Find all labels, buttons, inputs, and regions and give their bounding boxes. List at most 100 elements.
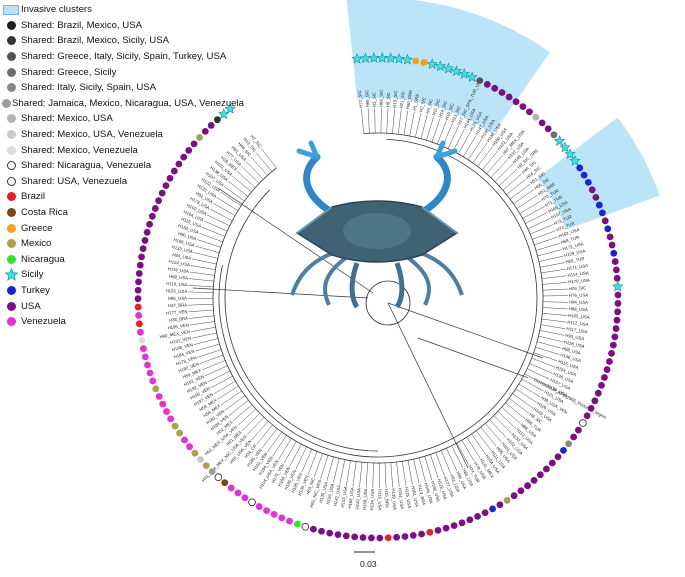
tip-branch [290,444,302,466]
country-marker [286,518,293,525]
tip-branch [251,157,268,176]
tip-branch [538,250,562,256]
tip-branch [247,417,264,435]
tip-branch [366,463,368,488]
country-marker [172,423,179,430]
tip-branch [432,118,440,142]
legend-label: Costa Rica [21,207,68,218]
legend-label: Venezuela [21,316,66,327]
tip-branch [194,338,218,344]
country-marker [614,317,621,324]
tip-branch [397,462,400,487]
country-marker [176,430,183,437]
tip-branch [368,108,369,133]
country-marker [524,482,531,489]
legend-label: USA [21,301,41,312]
country-marker [343,532,350,539]
country-marker [310,526,317,533]
dot-icon [2,177,20,186]
tip-branch [509,398,529,413]
tip-branch [421,115,427,139]
dot-icon [2,224,20,233]
country-marker [203,462,210,469]
legend-item: Greece [2,220,242,236]
dot-icon [2,21,20,30]
country-marker [575,427,582,434]
tip-branch [499,169,517,186]
country-marker [278,514,285,521]
tip-label: H116_USA [377,489,382,510]
tip-branch [198,350,222,358]
dot-icon [2,36,20,45]
legend-label: Nicaragua [21,254,65,265]
legend-item: Shared: Jamaica, Mexico, Nicaragua, USA,… [2,96,242,112]
country-marker [543,466,550,473]
country-marker [565,440,572,447]
tip-branch [221,391,242,405]
invasive-cluster-highlights [347,0,660,230]
tip-label: H158_USA [362,488,368,510]
country-marker [186,443,193,450]
tip-branch [495,164,513,182]
country-marker [249,499,256,506]
country-marker [302,523,309,530]
tip-branch [373,463,374,488]
scale-bar-label: 0.03 [360,559,377,569]
tip-branch [512,394,532,408]
country-marker [549,460,556,467]
country-marker [144,362,151,369]
country-marker [608,350,615,357]
country-marker [215,474,222,481]
dot-icon [2,192,20,201]
tip-label: H66_SIC [364,90,370,108]
country-marker [545,125,552,132]
tip-label: H16_SIC [392,90,399,108]
tip-branch [539,256,563,262]
tip-label: H166_USA [347,487,355,509]
country-marker [606,358,613,365]
country-marker [140,345,147,352]
country-marker [435,527,442,534]
legend-item: USA [2,298,242,314]
country-marker [326,530,333,537]
country-marker [192,450,199,457]
tip-label: H98_USA [569,306,588,312]
legend-label: Shared: Greece, Sicily [21,67,116,78]
tip-branch [485,423,501,442]
tip-branch [482,151,498,170]
country-marker [613,266,620,273]
tip-branch [510,184,530,199]
country-marker [497,501,504,508]
tip-branch [517,195,538,209]
dot-icon [2,114,20,123]
tip-branch [540,263,565,268]
tip-label: H114_USA [567,270,589,277]
tip-label: H43_JAM_MEX_NIC_USA_VEN [201,434,248,483]
country-marker [138,337,145,344]
tip-branch [408,460,413,485]
country-marker [209,468,216,475]
country-marker [197,456,204,463]
tip-label: H76_USA [569,293,588,298]
blue-crab-photo [292,143,462,307]
country-marker [368,535,375,542]
tip-branch [387,108,388,133]
tip-branch [241,166,259,183]
tip-branch [542,313,567,315]
tip-branch [525,212,547,223]
country-marker [418,531,425,538]
legend-label: Shared: Brazil, Mexico, USA [21,20,142,31]
tip-label: H15_BRA [384,489,390,508]
tip-branch [257,425,273,444]
tip-branch [426,116,433,140]
country-marker [159,401,166,408]
tip-branch [214,381,236,394]
tip-branch [468,139,482,160]
country-marker [393,534,400,541]
country-marker [410,532,417,539]
legend-label: Shared: Brazil, Mexico, Sicily, USA [21,35,169,46]
tip-label: H21_SIC [399,91,406,109]
legend-item: Costa Rica [2,205,242,221]
tip-branch [192,333,216,338]
tip-branch [452,446,463,468]
